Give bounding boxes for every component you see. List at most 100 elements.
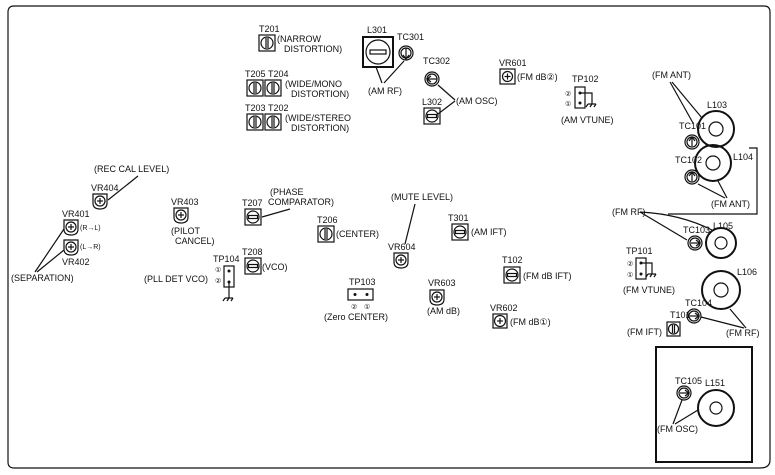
svg-text:TP101: TP101 <box>626 246 653 256</box>
t205-t204[interactable]: T205 T204 (WIDE/MONO DISTORTION) <box>245 69 349 99</box>
svg-text:(VCO): (VCO) <box>262 262 288 272</box>
svg-text:(L→R): (L→R) <box>80 244 101 251</box>
svg-text:VR402: VR402 <box>62 257 90 267</box>
svg-text:TC302: TC302 <box>423 56 450 66</box>
l104[interactable]: L104 <box>694 144 753 182</box>
l151[interactable]: L151 <box>697 378 735 427</box>
l105[interactable]: L105 <box>705 221 737 259</box>
svg-text:(FM ANT): (FM ANT) <box>711 199 750 209</box>
tc104[interactable]: TC104 <box>685 298 712 324</box>
tc103[interactable]: TC103 <box>683 225 710 251</box>
svg-text:VR601: VR601 <box>499 58 527 68</box>
mute-level-label: (MUTE LEVEL) <box>391 192 453 202</box>
tc301[interactable]: TC301 <box>397 32 424 61</box>
svg-text:(FM ANT): (FM ANT) <box>652 70 691 80</box>
vr602[interactable]: VR602 (FM dB①) <box>490 303 551 329</box>
svg-text:(FM IFT): (FM IFT) <box>627 327 662 337</box>
svg-text:(CENTER): (CENTER) <box>336 229 379 239</box>
svg-text:VR604: VR604 <box>388 242 416 252</box>
svg-text:VR602: VR602 <box>490 303 518 313</box>
svg-text:VR404: VR404 <box>91 183 119 193</box>
t102[interactable]: T102 (FM dB IFT) <box>502 255 572 284</box>
tc302[interactable]: TC302 <box>423 56 450 87</box>
svg-text:TC105: TC105 <box>675 376 702 386</box>
separation-callout: (SEPARATION) <box>11 228 74 283</box>
svg-text:TP102: TP102 <box>572 74 599 84</box>
rec-cal-arrow <box>107 175 139 201</box>
svg-text:(PHASE: (PHASE <box>270 187 304 197</box>
tc105[interactable]: TC105 <box>675 376 702 401</box>
svg-text:COMPARATOR): COMPARATOR) <box>268 197 334 207</box>
svg-text:(WIDE/MONO: (WIDE/MONO <box>285 79 342 89</box>
svg-text:(FM dB①): (FM dB①) <box>510 317 551 327</box>
svg-text:TC103: TC103 <box>683 225 710 235</box>
mute-level-arrow <box>404 203 416 245</box>
vr402[interactable]: (L→R) VR402 <box>62 239 101 267</box>
svg-text:L104: L104 <box>733 152 753 162</box>
svg-text:①: ① <box>627 271 633 279</box>
tp101[interactable]: TP101 ② ① (FM VTUNE) <box>623 246 675 295</box>
t207[interactable]: T207 (PHASE COMPARATOR) <box>242 187 334 226</box>
fm-ant-top-callout: (FM ANT) <box>652 70 703 124</box>
svg-text:TP104: TP104 <box>213 254 240 264</box>
t101[interactable]: T101 (FM IFT) <box>627 310 691 337</box>
svg-text:②: ② <box>565 90 571 98</box>
svg-text:CANCEL): CANCEL) <box>175 236 215 246</box>
svg-text:DISTORTION): DISTORTION) <box>284 44 342 54</box>
svg-text:(PILOT: (PILOT <box>171 226 201 236</box>
svg-text:T207: T207 <box>242 198 263 208</box>
svg-text:(AM dB): (AM dB) <box>427 306 460 316</box>
svg-text:TC102: TC102 <box>675 155 702 165</box>
svg-text:(PLL DET VCO): (PLL DET VCO) <box>144 274 208 284</box>
tp104[interactable]: TP104 ① ② (PLL DET VCO) <box>144 254 240 302</box>
vr401[interactable]: VR401 (R→L) <box>62 209 101 236</box>
svg-text:T208: T208 <box>242 247 263 257</box>
svg-text:①: ① <box>364 303 370 311</box>
vr603[interactable]: VR603 (AM dB) <box>427 278 460 316</box>
l301[interactable]: L301 <box>362 25 394 68</box>
svg-text:①: ① <box>215 266 221 274</box>
svg-text:①: ① <box>565 100 571 108</box>
vr403[interactable]: VR403 (PILOT CANCEL) <box>171 197 215 246</box>
t203-t202[interactable]: T203 T202 (WIDE/STEREO DISTORTION) <box>245 103 351 133</box>
t206[interactable]: T206 (CENTER) <box>317 215 379 243</box>
svg-text:(Zero CENTER): (Zero CENTER) <box>324 312 388 322</box>
svg-text:(FM dB IFT): (FM dB IFT) <box>523 271 572 281</box>
svg-text:(R→L): (R→L) <box>80 225 101 232</box>
svg-text:L301: L301 <box>367 25 387 35</box>
svg-text:TP103: TP103 <box>349 277 376 287</box>
tc101[interactable]: TC101 <box>679 121 706 150</box>
svg-text:(AM VTUNE): (AM VTUNE) <box>561 115 614 125</box>
svg-text:(AM IFT): (AM IFT) <box>471 227 507 237</box>
t201[interactable]: T201 (NARROW DISTORTION) <box>258 24 342 54</box>
svg-text:(FM dB②): (FM dB②) <box>517 72 558 82</box>
fm-osc-callout: (FM OSC) <box>657 399 699 434</box>
t208[interactable]: T208 (VCO) <box>242 247 288 275</box>
vr604[interactable]: VR604 <box>388 242 416 269</box>
svg-text:(AM OSC): (AM OSC) <box>456 96 498 106</box>
vr601[interactable]: VR601 (FM dB②) <box>499 58 558 85</box>
l103[interactable]: L103 <box>697 100 735 148</box>
svg-text:T203: T203 <box>245 103 266 113</box>
l302[interactable]: L302 <box>422 97 442 125</box>
svg-text:DISTORTION): DISTORTION) <box>291 89 349 99</box>
svg-text:VR403: VR403 <box>171 197 199 207</box>
svg-text:TC101: TC101 <box>679 121 706 131</box>
svg-text:T301: T301 <box>448 213 469 223</box>
svg-text:(FM OSC): (FM OSC) <box>657 424 698 434</box>
svg-text:②: ② <box>351 303 357 311</box>
tp103[interactable]: TP103 ② ① (Zero CENTER) <box>324 277 388 322</box>
svg-text:(FM VTUNE): (FM VTUNE) <box>623 285 675 295</box>
svg-text:L302: L302 <box>422 97 442 107</box>
tc102[interactable]: TC102 <box>675 155 702 185</box>
svg-text:L151: L151 <box>705 378 725 388</box>
board-outline <box>7 5 771 469</box>
am-rf-callout: (AM RF) <box>368 60 405 96</box>
svg-text:②: ② <box>215 277 221 285</box>
am-osc-callout: (AM OSC) <box>437 84 498 115</box>
tp102[interactable]: TP102 ② ① (AM VTUNE) <box>561 74 614 125</box>
vr404[interactable]: VR404 <box>91 183 119 210</box>
l106[interactable]: L106 <box>701 267 757 310</box>
t301[interactable]: T301 (AM IFT) <box>448 213 507 241</box>
